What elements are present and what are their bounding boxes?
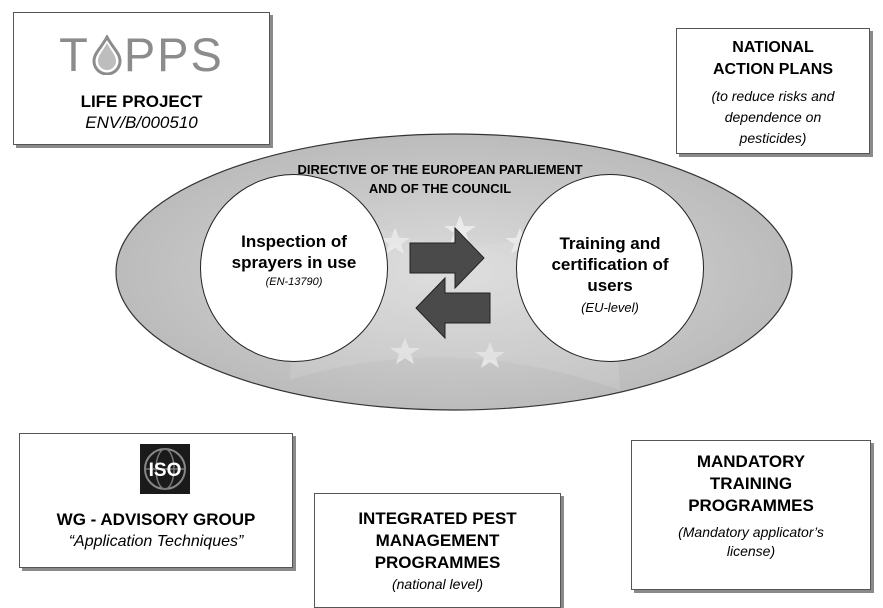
mandatory-subtitle-line: license) bbox=[726, 543, 776, 559]
directive-title-line: AND OF THE COUNCIL bbox=[368, 181, 512, 196]
inspection-title: Inspection of sprayers in use bbox=[201, 231, 387, 273]
mandatory-training-box: MANDATORY TRAINING PROGRAMMES (Mandatory… bbox=[631, 440, 871, 590]
integrated-pest-management-box: INTEGRATED PEST MANAGEMENT PROGRAMMES (n… bbox=[314, 493, 561, 608]
ipm-title: INTEGRATED PEST MANAGEMENT PROGRAMMES bbox=[315, 508, 560, 574]
subtitle-line: dependence on bbox=[724, 109, 822, 125]
ipm-title-line: INTEGRATED PEST bbox=[358, 509, 517, 528]
life-project-code: ENV/B/000510 bbox=[85, 113, 198, 132]
mandatory-training-subtitle: (Mandatory applicator’s license) bbox=[632, 523, 870, 561]
inspection-standard: (EN-13790) bbox=[265, 276, 323, 288]
wg-advisory-group-title: WG - ADVISORY GROUP bbox=[56, 510, 256, 529]
training-title: Training and certification of users bbox=[517, 233, 703, 296]
wg-advisory-group-box: ISO WG - ADVISORY GROUP “Application Tec… bbox=[19, 433, 293, 568]
ipm-title-line: PROGRAMMES bbox=[374, 553, 501, 572]
training-level: (EU-level) bbox=[581, 300, 639, 315]
training-title-line: certification of bbox=[551, 255, 669, 274]
star-icon bbox=[475, 342, 505, 368]
wg-advisory-group-subtitle: “Application Techniques” bbox=[68, 533, 244, 550]
iso-logo: ISO bbox=[140, 444, 190, 494]
topps-life-project-box: T PPS LIFE PROJECT ENV/B/000510 bbox=[13, 12, 270, 145]
training-title-line: Training and bbox=[559, 234, 661, 253]
star-icon bbox=[444, 215, 476, 244]
title-line: ACTION PLANS bbox=[713, 61, 833, 78]
national-action-plans-box: NATIONAL ACTION PLANS (to reduce risks a… bbox=[676, 28, 870, 154]
training-title-line: users bbox=[587, 276, 633, 295]
subtitle-line: pesticides) bbox=[739, 130, 807, 146]
inspection-title-line: Inspection of bbox=[241, 232, 347, 251]
star-icon bbox=[390, 338, 420, 364]
inspection-title-line: sprayers in use bbox=[231, 253, 357, 272]
mandatory-title-line: TRAINING bbox=[709, 474, 793, 493]
title-line: NATIONAL bbox=[732, 39, 814, 56]
subtitle-line: (to reduce risks and bbox=[711, 88, 835, 104]
directive-title-line: DIRECTIVE OF THE EUROPEAN PARLIEMENT bbox=[297, 162, 583, 177]
ipm-title-line: MANAGEMENT bbox=[375, 531, 500, 550]
right-arrow-icon bbox=[409, 226, 485, 290]
national-action-plans-subtitle: (to reduce risks and dependence on pesti… bbox=[677, 86, 869, 149]
droplet-icon bbox=[92, 35, 122, 75]
topps-logo-t: T bbox=[59, 28, 90, 81]
topps-logo-pps: PPS bbox=[123, 28, 224, 81]
inspection-circle: Inspection of sprayers in use (EN-13790) bbox=[200, 174, 388, 362]
mandatory-training-title: MANDATORY TRAINING PROGRAMMES bbox=[632, 451, 870, 517]
national-action-plans-title: NATIONAL ACTION PLANS bbox=[677, 37, 869, 81]
star-icon bbox=[380, 228, 410, 254]
mandatory-title-line: PROGRAMMES bbox=[688, 496, 814, 515]
ipm-subtitle: (national level) bbox=[391, 576, 484, 592]
mandatory-title-line: MANDATORY bbox=[696, 452, 806, 471]
directive-title: DIRECTIVE OF THE EUROPEAN PARLIEMENT AND… bbox=[245, 160, 635, 198]
topps-logo: T PPS bbox=[14, 31, 269, 78]
life-project-title: LIFE PROJECT bbox=[80, 92, 203, 111]
iso-logo-text: ISO bbox=[149, 460, 182, 481]
mandatory-subtitle-line: (Mandatory applicator’s bbox=[678, 524, 824, 540]
training-circle: Training and certification of users (EU-… bbox=[516, 174, 704, 362]
left-arrow-icon bbox=[415, 276, 491, 340]
